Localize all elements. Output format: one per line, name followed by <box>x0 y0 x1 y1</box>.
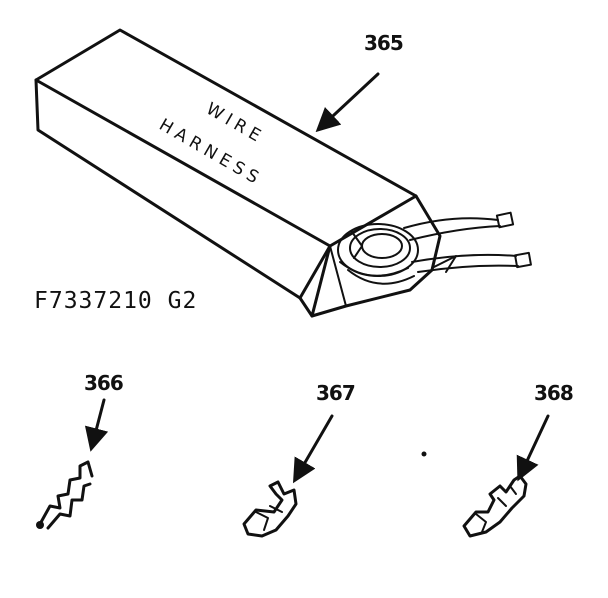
wire-harness-box: WIRE HARNESS <box>34 28 532 318</box>
callout-367-arrow <box>292 414 334 484</box>
callout-367: 367 <box>316 381 355 405</box>
terminal-366-illustration <box>36 460 94 530</box>
callout-368-arrow <box>516 414 550 482</box>
terminal-367-illustration <box>242 480 298 538</box>
callout-365-arrow <box>315 72 380 133</box>
part-number: F7337210 G2 <box>34 288 197 314</box>
callout-368: 368 <box>534 381 573 405</box>
stray-dot <box>421 451 427 457</box>
callout-366: 366 <box>84 371 123 395</box>
callout-366-arrow <box>84 398 109 452</box>
terminal-368-illustration <box>462 474 528 538</box>
callout-365: 365 <box>364 31 403 55</box>
